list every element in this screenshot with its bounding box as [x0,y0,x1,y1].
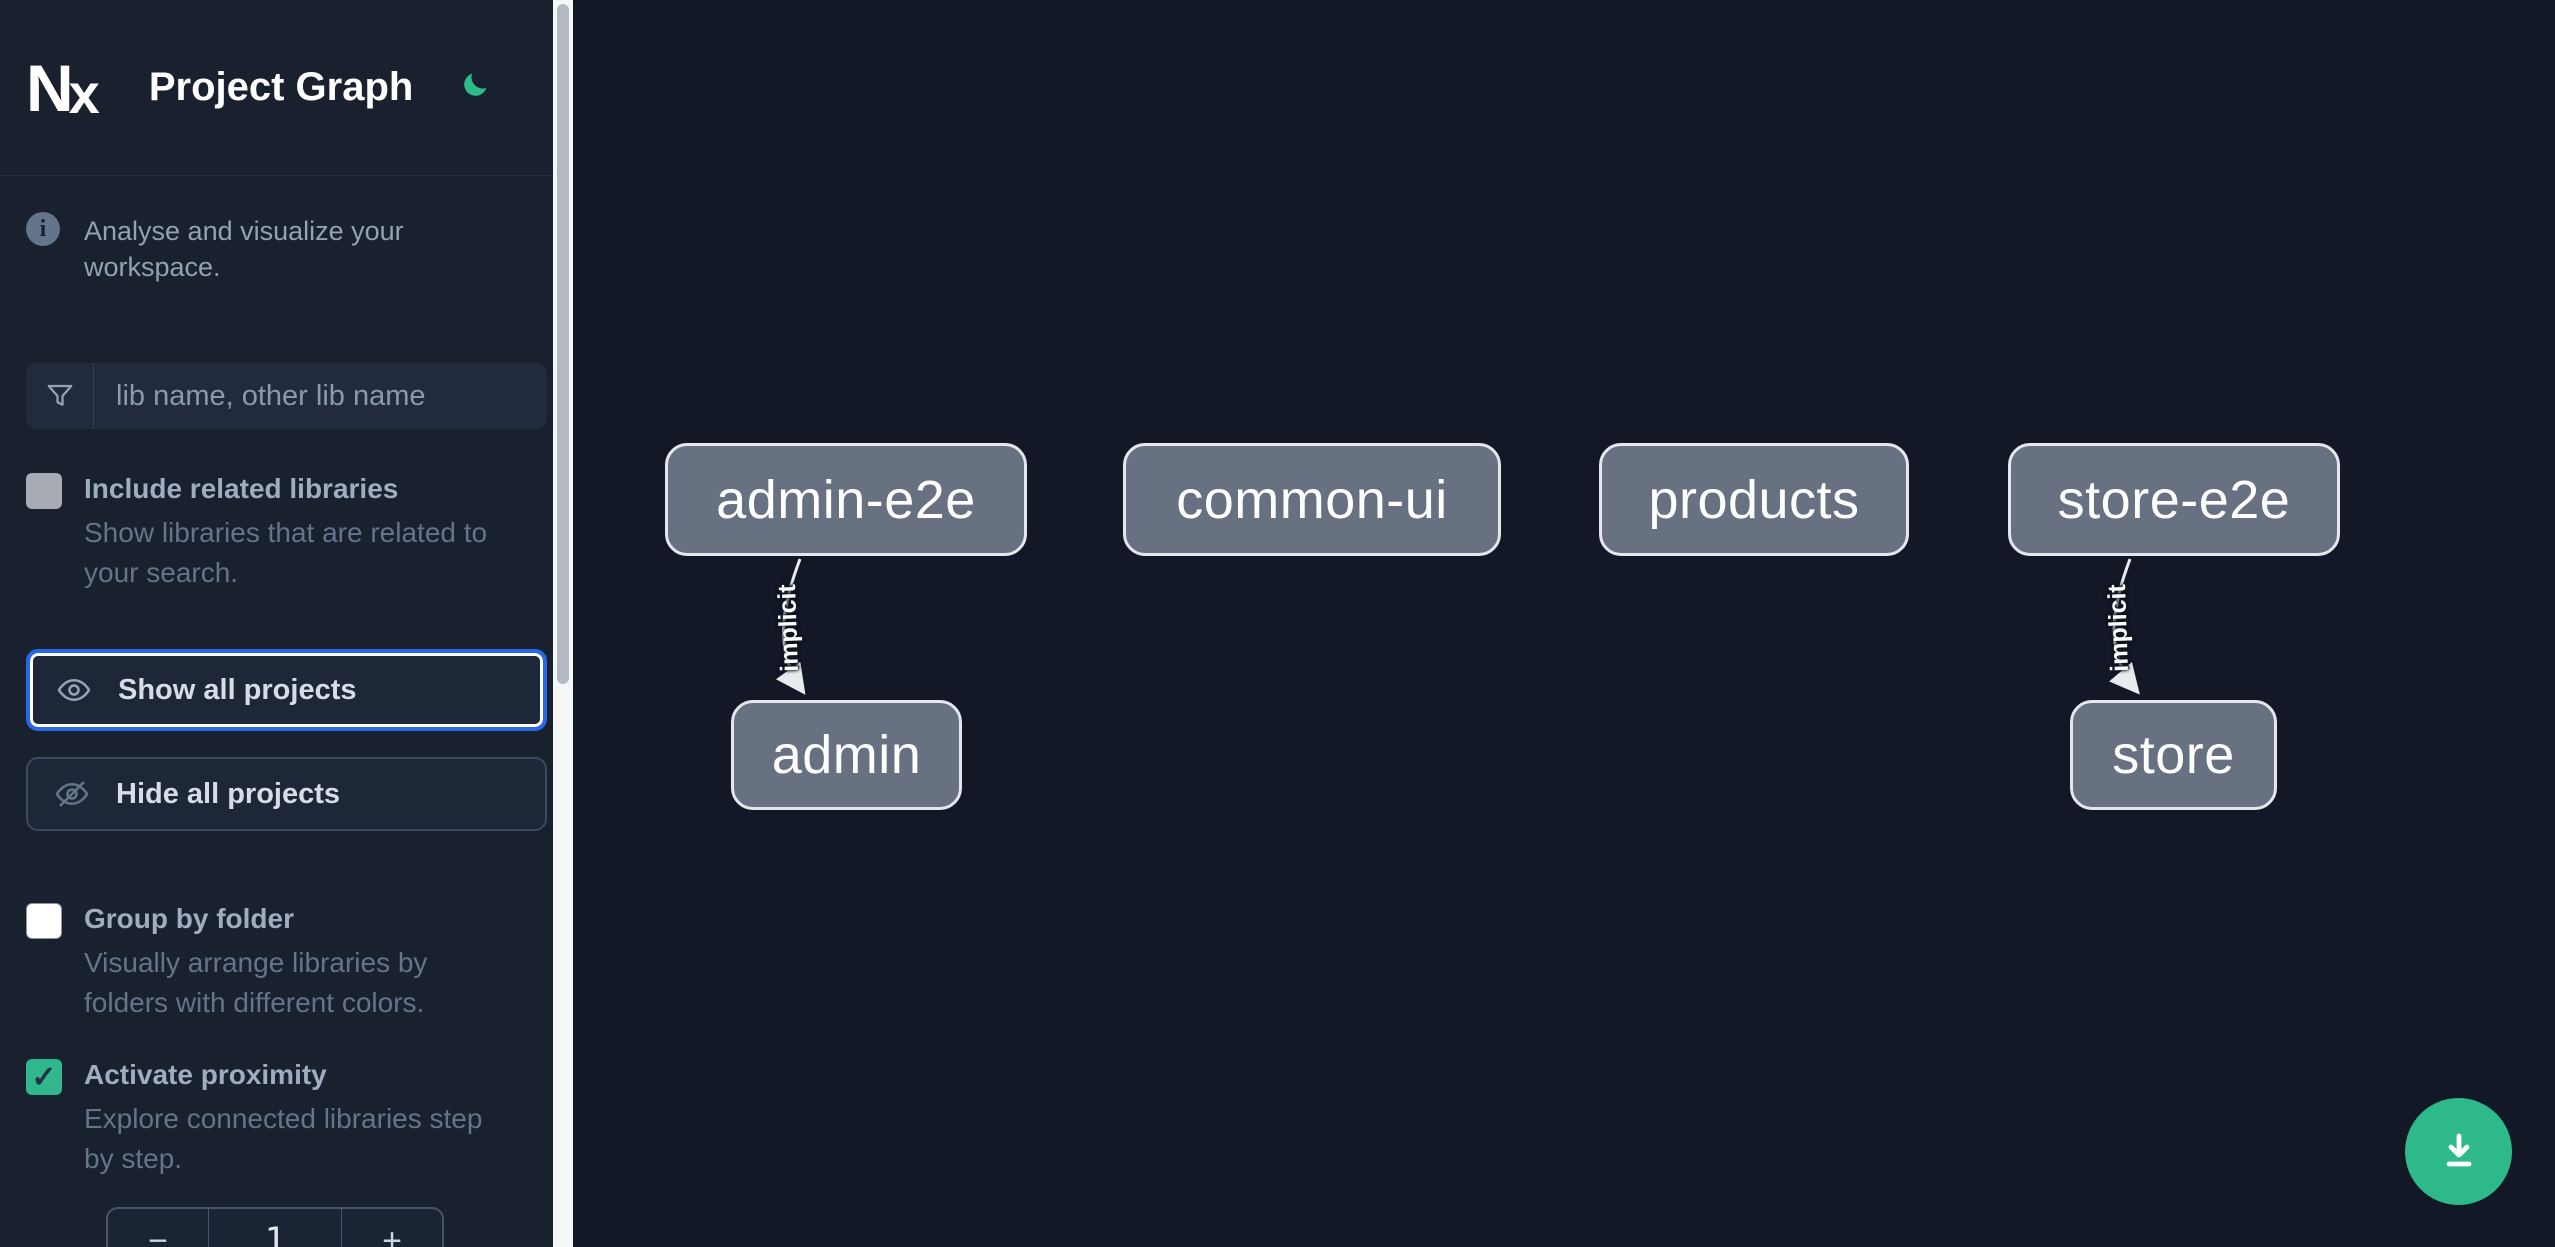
intro-text: Analyse and visualize your workspace. [84,216,404,282]
toggle-label: Activate proximity [84,1059,327,1090]
activate-proximity-checkbox[interactable]: ✓ [26,1059,62,1095]
toggle-label: Group by folder [84,903,294,934]
proximity-value: 1 [208,1209,342,1247]
sidebar-scrollbar-thumb[interactable] [557,4,569,684]
filter-icon [26,363,94,429]
graph-node-products[interactable]: products [1599,443,1909,556]
sidebar-scrollbar-track [553,0,573,1247]
toggle-activate-proximity: ✓ Activate proximity Explore connected l… [26,1057,547,1179]
proximity-stepper: − 1 + [106,1207,444,1247]
edge-label-store-e2e-store: implicit [2102,583,2135,673]
toggle-description: Visually arrange libraries by folders wi… [84,947,428,1018]
moon-icon [459,69,491,106]
theme-toggle-button[interactable] [459,69,491,106]
toggle-description: Show libraries that are related to your … [84,517,488,588]
toggle-group-by-folder: Group by folder Visually arrange librari… [26,901,547,1023]
graph-node-admin[interactable]: admin [731,700,962,810]
toggle-description: Explore connected libraries step by step… [84,1103,483,1174]
graph-node-admin-e2e[interactable]: admin-e2e [665,443,1027,556]
proximity-increment-button[interactable]: + [342,1209,442,1247]
edge-label-admin-e2e-admin: implicit [772,583,805,673]
page-title: Project Graph [148,65,414,109]
show-all-projects-label: Show all projects [118,673,357,706]
toggle-label: Include related libraries [84,473,399,504]
download-graph-button[interactable] [2405,1098,2512,1205]
group-by-folder-checkbox[interactable] [26,903,62,939]
intro-row: i Analyse and visualize your workspace. [26,212,547,285]
graph-node-store[interactable]: store [2070,700,2277,810]
proximity-decrement-button[interactable]: − [108,1209,208,1247]
include-related-checkbox[interactable] [26,473,62,509]
graph-node-common-ui[interactable]: common-ui [1123,443,1501,556]
toggle-include-related: Include related libraries Show libraries… [26,471,547,593]
download-icon [2435,1126,2483,1177]
info-icon: i [26,212,60,246]
eye-off-icon [54,776,90,812]
show-all-projects-button[interactable]: Show all projects [26,649,547,731]
eye-icon [56,672,92,708]
hide-all-projects-label: Hide all projects [116,777,341,810]
search-input[interactable] [94,363,547,429]
search-box [26,363,547,429]
graph-node-store-e2e[interactable]: store-e2e [2008,443,2340,556]
hide-all-projects-button[interactable]: Hide all projects [26,757,547,831]
